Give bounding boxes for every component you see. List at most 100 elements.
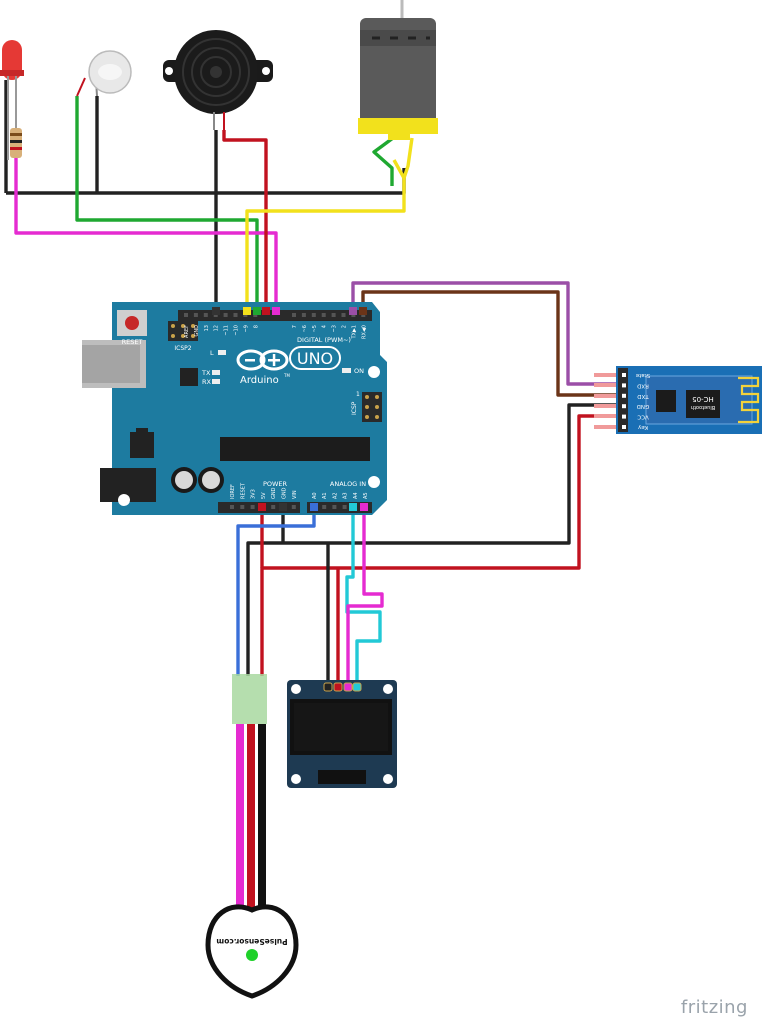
wire-blue-a0 <box>236 507 316 676</box>
arduino-logo: UNO Arduino TM <box>236 346 341 386</box>
digital-pin-label: 4 <box>322 325 328 328</box>
bt-sub-name: Bluetooth <box>691 404 715 410</box>
arduino-brand-text: Arduino <box>240 375 279 386</box>
analog-pin-label: A2 <box>332 492 338 499</box>
atmega-chip <box>220 437 370 461</box>
wire-purple-bt <box>351 281 626 386</box>
led-tx-label: TX <box>201 369 211 377</box>
analog-pin-hole <box>342 505 347 509</box>
reset-label: RESET <box>122 338 143 346</box>
digital-pin-label: TX▶1 <box>351 325 357 340</box>
analog-pin-label: A4 <box>353 492 359 499</box>
digital-pin-label: ~10 <box>234 325 240 336</box>
digital-header <box>178 310 372 321</box>
power-pin-label: GND <box>271 487 277 499</box>
analog-pin-label: A0 <box>312 492 318 499</box>
wire-black-ground-bus <box>6 168 406 195</box>
wire-magenta-oled <box>346 507 384 686</box>
uno-logo-text: UNO <box>297 349 333 368</box>
digital-pin-label: 8 <box>253 325 259 328</box>
wire-green-buzzer <box>75 96 259 310</box>
digital-pin-hole <box>203 313 208 317</box>
analog-label: ANALOG IN <box>330 480 366 488</box>
bt-pin-arrow <box>622 383 626 388</box>
bt-pin-arrow <box>622 425 626 429</box>
analog-pin-label: A3 <box>343 492 349 499</box>
digital-pin-hole <box>321 313 326 317</box>
pulse-sensor-led <box>246 949 258 961</box>
power-pin-hole <box>291 505 296 509</box>
pulse-sensor-label: PulseSensor.com <box>216 937 287 946</box>
power-pin-label: VIN <box>292 490 298 499</box>
digital-pin-hole <box>311 313 316 317</box>
icsp-pin1: 1 <box>356 391 360 398</box>
wire-red-buzzer <box>222 130 268 310</box>
bt-module-name: HC-05 <box>692 395 714 403</box>
capacitors <box>171 467 224 493</box>
icsp2-label: ICSP2 <box>174 345 191 352</box>
bt-pin-label: Key <box>637 424 648 430</box>
wire-cyan-oled <box>345 507 382 686</box>
power-pin-label: 5V <box>261 492 267 499</box>
power-pin-label: RESET <box>240 482 246 499</box>
digital-pin-label: AREF <box>184 325 190 338</box>
digital-pin-hole <box>184 313 188 317</box>
bt-pin-label: TXD <box>637 393 649 399</box>
digital-pin-label: GND <box>194 325 200 337</box>
analog-pin-label: A1 <box>322 492 328 499</box>
led-rx-label: RX <box>202 378 212 386</box>
bt-pin-arrow <box>622 404 626 409</box>
piezo-sensor <box>76 50 132 97</box>
digital-pin-label: ~9 <box>243 325 249 332</box>
digital-pin-hole <box>193 313 198 317</box>
bt-pin-arrow <box>622 414 626 419</box>
red-led <box>0 40 24 160</box>
analog-header <box>307 502 372 513</box>
buzzer <box>163 30 273 130</box>
digital-pin-label: RX◀0 <box>361 325 367 339</box>
analog-pin-hole <box>322 505 327 509</box>
analog-pin-label: A5 <box>363 492 369 499</box>
digital-pin-hole <box>331 313 336 317</box>
analog-pin-hole <box>332 505 337 509</box>
bt-pin-arrow <box>622 393 626 398</box>
led-on-label: ON <box>354 367 364 375</box>
fritzing-watermark: fritzing <box>680 997 748 1018</box>
power-pin-label: IOREF <box>230 484 236 499</box>
power-label: POWER <box>263 480 288 488</box>
wire-black-bt-gnd <box>246 403 626 676</box>
wire-yellow-motor <box>245 159 406 310</box>
arduino-tm: TM <box>283 373 290 378</box>
wire-green-motor-leg <box>372 136 395 186</box>
bt-pin-label: VCC <box>637 414 649 420</box>
small-chip <box>180 368 198 386</box>
digital-pin-label: 7 <box>292 325 298 328</box>
bt-pin-arrow <box>622 373 626 377</box>
digital-pin-label: ~3 <box>332 325 338 332</box>
power-pin-hole <box>271 505 276 509</box>
bt-pins <box>594 373 616 429</box>
dc-motor <box>358 0 438 140</box>
wires <box>4 80 626 912</box>
icsp2-header: ICSP2 <box>168 321 198 352</box>
digital-label: DIGITAL (PWM~) <box>297 336 351 344</box>
power-pin-hole <box>230 505 234 509</box>
header-wire-ends <box>212 307 368 511</box>
power-pin-label: 3V3 <box>251 489 257 499</box>
wire-magenta-led <box>14 158 278 310</box>
digital-pin-label: ~6 <box>302 325 308 332</box>
bt-pin-label: State <box>635 372 650 378</box>
digital-pin-label: 13 <box>204 325 210 331</box>
oled-pins <box>323 682 362 692</box>
power-pin-hole <box>250 505 255 509</box>
led-l-label: L <box>210 349 214 357</box>
digital-pin-hole <box>341 313 346 317</box>
icsp-header: ICSP 1 <box>351 391 382 422</box>
icsp-label: ICSP <box>351 401 358 415</box>
regulator <box>130 432 154 458</box>
